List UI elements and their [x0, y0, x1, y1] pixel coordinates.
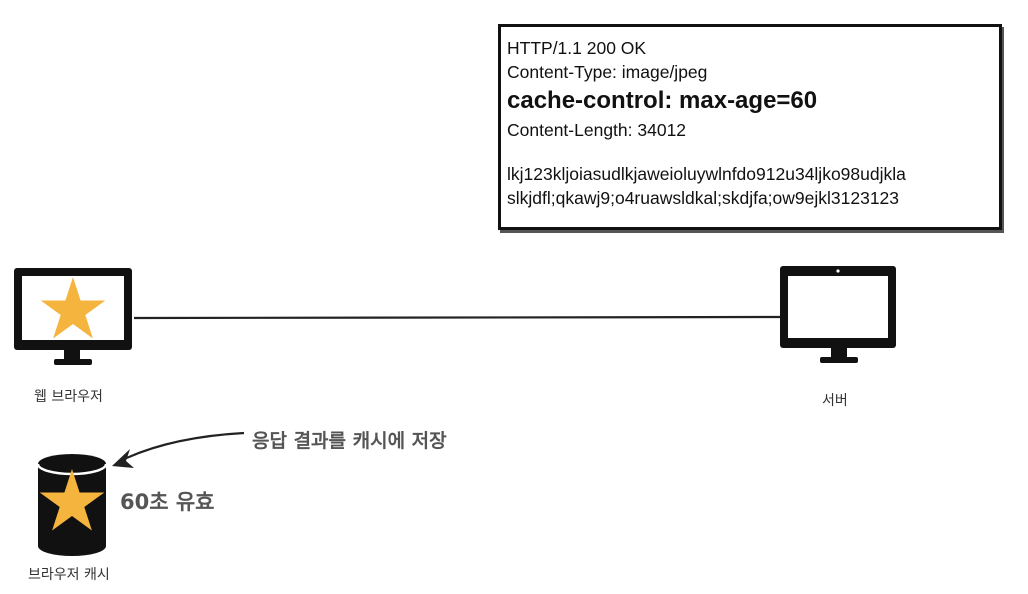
content-type-header: Content-Type: image/jpeg [507, 62, 708, 82]
body-line-1: lkj123kljoiasudlkjaweioluywlnfdo912u34lj… [507, 164, 906, 184]
valid-note: 60초 유효 [120, 490, 215, 514]
store-note: 응답 결과를 캐시에 저장 [252, 430, 447, 452]
browser-cache-label: 브라우저 캐시 [28, 567, 110, 583]
browser-monitor-icon [14, 268, 132, 365]
star-icon [39, 469, 105, 531]
connection-line [133, 315, 781, 320]
server-monitor-icon [780, 266, 896, 363]
store-arrow-icon [112, 431, 245, 468]
status-line: HTTP/1.1 200 OK [507, 38, 647, 58]
http-response-box: HTTP/1.1 200 OK Content-Type: image/jpeg… [498, 24, 1002, 230]
body-line-2: slkjdfl;qkawj9;o4ruawsldkal;skdjfa;ow9ej… [507, 188, 900, 208]
cache-control-header: cache-control: max-age=60 [507, 87, 818, 114]
header-body-gap [507, 142, 999, 162]
star-icon [40, 277, 106, 339]
browser-label: 웹 브라우저 [34, 389, 103, 405]
server-label: 서버 [822, 393, 848, 409]
browser-cache-database-icon [36, 454, 108, 556]
content-length-header: Content-Length: 34012 [507, 120, 687, 140]
